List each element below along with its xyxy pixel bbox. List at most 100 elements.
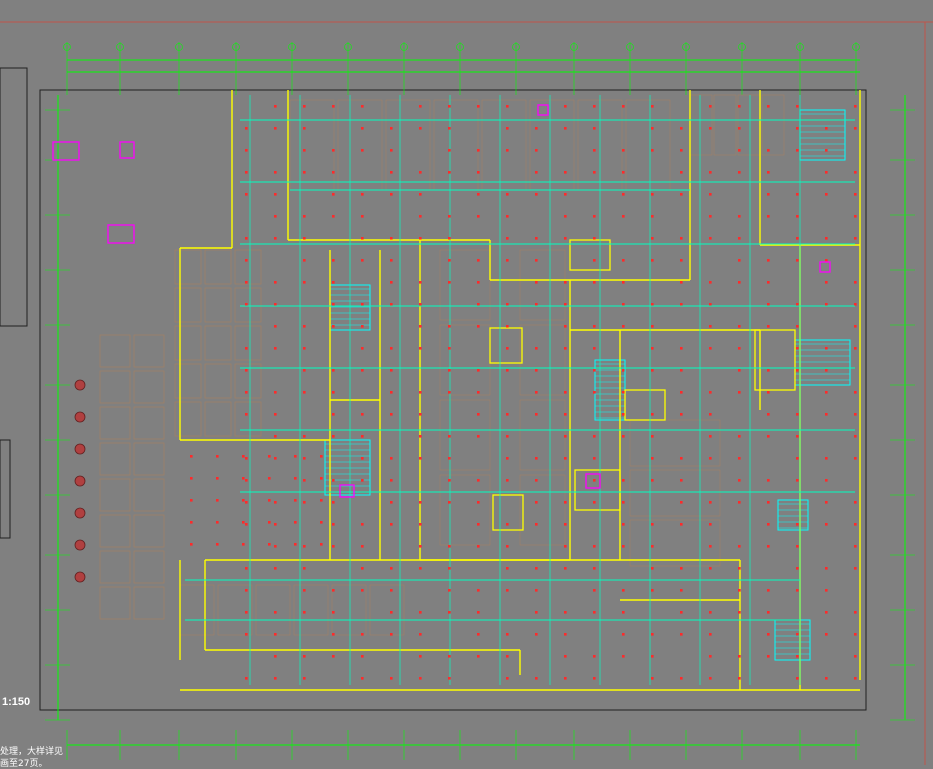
sprinkler-head — [390, 677, 393, 680]
sprinkler-head — [680, 127, 683, 130]
sprinkler-head — [303, 127, 306, 130]
sprinkler-head — [593, 347, 596, 350]
sprinkler-head — [564, 215, 567, 218]
sprinkler-head — [268, 477, 271, 480]
sprinkler-head — [361, 435, 364, 438]
sprinkler-head — [332, 611, 335, 614]
sprinkler-head — [767, 303, 770, 306]
sprinkler-head — [190, 499, 193, 502]
sprinkler-head — [448, 435, 451, 438]
axis-bubble — [232, 43, 240, 51]
sprinkler-head — [390, 127, 393, 130]
sprinkler-head — [274, 347, 277, 350]
sprinkler-head — [390, 523, 393, 526]
sprinkler-head — [294, 543, 297, 546]
stair-core — [777, 499, 809, 531]
sprinkler-head — [535, 237, 538, 240]
sprinkler-head — [680, 633, 683, 636]
axis-bubble — [63, 43, 71, 51]
equipment-box — [119, 141, 135, 159]
sprinkler-head — [593, 259, 596, 262]
sprinkler-head — [274, 501, 277, 504]
sprinkler-head — [593, 677, 596, 680]
sprinkler-head — [796, 149, 799, 152]
parking-bay — [481, 99, 527, 191]
sprinkler-head — [854, 633, 857, 636]
sprinkler-head — [274, 105, 277, 108]
parking-bay — [625, 99, 671, 191]
sprinkler-head — [535, 633, 538, 636]
equipment-box — [585, 473, 601, 489]
sprinkler-head — [242, 499, 245, 502]
sprinkler-head — [245, 523, 248, 526]
sprinkler-head — [361, 545, 364, 548]
column-marker — [74, 411, 86, 423]
sprinkler-head — [767, 193, 770, 196]
sprinkler-head — [796, 589, 799, 592]
parking-bay — [439, 474, 491, 546]
sprinkler-head — [245, 149, 248, 152]
sprinkler-head — [506, 479, 509, 482]
parking-bay — [133, 586, 165, 620]
sprinkler-head — [622, 633, 625, 636]
parking-bay — [174, 363, 202, 399]
sprinkler-head — [796, 479, 799, 482]
sprinkler-head — [448, 567, 451, 570]
equipment-box — [52, 141, 80, 161]
sprinkler-head — [738, 347, 741, 350]
sprinkler-head — [535, 391, 538, 394]
sprinkler-head — [796, 633, 799, 636]
sprinkler-head — [477, 479, 480, 482]
sprinkler-head — [390, 501, 393, 504]
sprinkler-head — [332, 545, 335, 548]
sprinkler-head — [709, 677, 712, 680]
sprinkler-head — [854, 457, 857, 460]
sprinkler-head — [709, 391, 712, 394]
sprinkler-head — [796, 369, 799, 372]
sprinkler-head — [593, 567, 596, 570]
sprinkler-head — [477, 105, 480, 108]
sprinkler-head — [242, 477, 245, 480]
sprinkler-head — [622, 523, 625, 526]
stair-cores — [324, 109, 851, 661]
sprinkler-head — [622, 655, 625, 658]
parking-bay — [331, 584, 367, 636]
sprinkler-head — [825, 149, 828, 152]
sprinkler-head — [419, 215, 422, 218]
sprinkler-head — [593, 545, 596, 548]
sprinkler-head — [564, 435, 567, 438]
sprinkler-head — [477, 149, 480, 152]
sprinkler-head — [622, 215, 625, 218]
sprinkler-head — [767, 369, 770, 372]
sprinkler-head — [361, 105, 364, 108]
left-title-block — [0, 67, 28, 327]
sprinkler-head — [419, 127, 422, 130]
sprinkler-head — [825, 567, 828, 570]
parking-bay — [174, 287, 202, 323]
sprinkler-head — [506, 589, 509, 592]
sprinkler-head — [854, 677, 857, 680]
sprinkler-head — [448, 149, 451, 152]
sprinkler-head — [680, 567, 683, 570]
sprinkler-head — [651, 149, 654, 152]
room-box — [754, 329, 796, 391]
sprinkler-head — [448, 215, 451, 218]
sprinkler-head — [767, 545, 770, 548]
sprinkler-head — [274, 281, 277, 284]
sprinkler-head — [796, 215, 799, 218]
sprinkler-head — [709, 501, 712, 504]
axis-bubble — [175, 43, 183, 51]
equipment-box — [107, 224, 135, 244]
sprinkler-head — [738, 677, 741, 680]
equipment-box — [819, 261, 831, 273]
parking-bay — [689, 94, 713, 156]
sprinkler-head — [651, 369, 654, 372]
sprinkler-head — [332, 193, 335, 196]
sprinkler-head — [709, 281, 712, 284]
sprinkler-head — [854, 281, 857, 284]
sprinkler-head — [593, 369, 596, 372]
parking-bay — [204, 401, 232, 437]
parking-bay — [174, 325, 202, 361]
sprinkler-head — [477, 193, 480, 196]
sprinkler-head — [738, 567, 741, 570]
